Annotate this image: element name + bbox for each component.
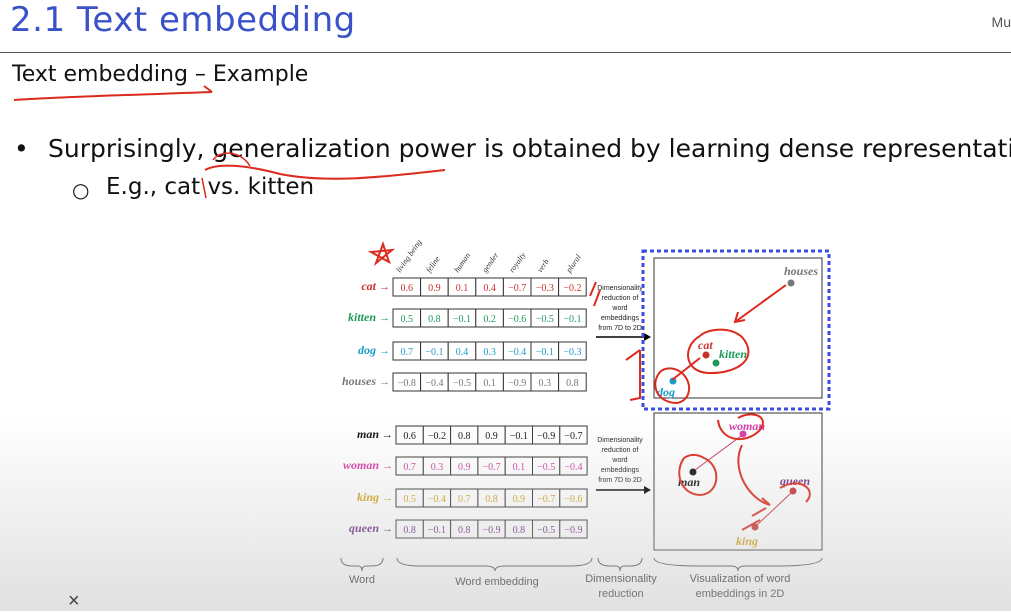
- subtitle-rest: – Example: [187, 62, 309, 87]
- vector-cell-value: −0.8: [398, 378, 416, 389]
- annotation-arrow: [671, 357, 701, 381]
- vector-cell-box: [558, 341, 587, 361]
- annotation-scribble: [625, 349, 641, 401]
- vector-cell-value: −0.6: [508, 314, 526, 325]
- vector-cell-value: 0.1: [456, 283, 469, 294]
- point-label: dog: [657, 385, 675, 399]
- point-dog: [669, 377, 677, 385]
- highlight-box: [641, 249, 831, 411]
- vector-cell-value: −0.4: [425, 378, 443, 389]
- vector-cell-value: −0.5: [453, 378, 471, 389]
- vector-cell-value: 0.7: [401, 347, 414, 358]
- vector-cell-value: 0.8: [566, 378, 579, 389]
- arrow-icon: →: [379, 345, 390, 357]
- arrow-icon: →: [379, 312, 390, 324]
- vector-cell-box: [558, 308, 587, 328]
- circle-dog: [654, 367, 691, 405]
- slide-title: 2.1 Text embedding: [10, 0, 356, 40]
- underline-stroke: [201, 177, 207, 199]
- vector-cell-value: 0.3: [483, 347, 496, 358]
- vector-cell-value: 0.6: [401, 283, 414, 294]
- vector-cell-box: [558, 277, 587, 297]
- circle-cat-kitten: [687, 328, 750, 375]
- note-line: reduction of: [602, 295, 639, 302]
- vector-cell-value: −0.1: [425, 347, 443, 358]
- vector-cell-value: 0.3: [539, 378, 552, 389]
- point-label: cat: [698, 338, 713, 352]
- note-line: word: [611, 305, 627, 312]
- word-label: dog: [358, 343, 376, 357]
- close-icon[interactable]: ×: [68, 590, 80, 612]
- vector-cell-value: −0.5: [536, 314, 554, 325]
- vector-cells: 0.6 0.9 0.1 0.4 −0.7 −0.3 −0.2: [392, 277, 587, 297]
- vector-cells: 0.7 −0.1 0.4 0.3 −0.4 −0.1 −0.3: [392, 341, 587, 361]
- bullet-text: Surprisingly, generalization power is ob…: [48, 134, 1011, 163]
- vector-cell-value: −0.1: [536, 347, 554, 358]
- tick-marks: [589, 281, 601, 307]
- subtitle-main: Text embedding: [12, 62, 188, 87]
- vector-cell-value: −0.7: [508, 283, 526, 294]
- annotation-arrow: [733, 284, 787, 324]
- vector-cell-value: −0.2: [563, 283, 581, 294]
- vector-cell-value: −0.1: [453, 314, 471, 325]
- point-cat: [702, 351, 710, 359]
- vector-cell-value: −0.3: [563, 347, 581, 358]
- vector-cells: −0.8 −0.4 −0.5 0.1 −0.9 0.3 0.8: [392, 372, 587, 392]
- word-label: cat: [361, 279, 376, 293]
- vector-cell-value: 0.8: [428, 314, 441, 325]
- row-kitten: kitten → 0.5 0.8 −0.1 0.2 −0.6 −0.5 −0.1: [348, 308, 587, 328]
- point-label: kitten: [719, 347, 747, 361]
- reduction-note-top: Dimensionality reduction of word embeddi…: [596, 285, 651, 341]
- bullet-dot-icon: •: [14, 134, 29, 163]
- slide-subtitle: Text embedding – Example: [12, 62, 308, 87]
- vector-cell-value: −0.4: [508, 347, 526, 358]
- corner-text: Mu: [991, 14, 1011, 30]
- vector-cell-box: [558, 372, 587, 392]
- point-label: houses: [784, 264, 818, 278]
- vector-cell-value: 0.1: [483, 378, 496, 389]
- note-line: Dimensionality: [597, 285, 643, 292]
- vector-cells: 0.5 0.8 −0.1 0.2 −0.6 −0.5 −0.1: [392, 308, 587, 328]
- plot-top: houses cat kitten dog: [641, 249, 831, 411]
- vector-cell-value: −0.9: [508, 378, 526, 389]
- row-cat: cat → 0.6 0.9 0.1 0.4 −0.7 −0.3 −0.2: [361, 277, 587, 297]
- row-dog: dog → 0.7 −0.1 0.4 0.3 −0.4 −0.1 −0.3: [358, 341, 587, 361]
- note-line: embeddings: [601, 315, 640, 322]
- sub-bullet-text: E.g., cat vs. kitten: [106, 174, 315, 200]
- vector-cell-value: 0.5: [401, 314, 414, 325]
- vector-cell-value: −0.1: [563, 314, 581, 325]
- point-kitten: [712, 359, 720, 367]
- plot-frame: [653, 257, 823, 399]
- word-label: houses: [342, 374, 376, 388]
- underline-stroke: [13, 91, 213, 101]
- word-label: kitten: [348, 310, 376, 324]
- note-line: from 7D to 2D: [598, 325, 642, 332]
- vector-cell-value: 0.4: [483, 283, 496, 294]
- underline-stroke: [212, 152, 251, 167]
- vector-cell-value: −0.3: [536, 283, 554, 294]
- vector-cell-value: 0.9: [428, 283, 441, 294]
- arrow-icon: →: [379, 281, 390, 293]
- star-icon: [367, 240, 396, 267]
- point-houses: [787, 279, 795, 287]
- arrow-icon: →: [379, 376, 390, 388]
- circle-bullet-icon: ○: [72, 178, 90, 202]
- row-houses: houses → −0.8 −0.4 −0.5 0.1 −0.9 0.3 0.8: [342, 372, 587, 392]
- vector-cell-value: 0.4: [456, 347, 469, 358]
- underline-stroke: [204, 164, 446, 180]
- underline-stroke: [203, 85, 213, 93]
- title-divider: [0, 52, 1011, 53]
- vector-cell-value: 0.2: [483, 314, 496, 325]
- arrow-head-icon: [644, 333, 651, 341]
